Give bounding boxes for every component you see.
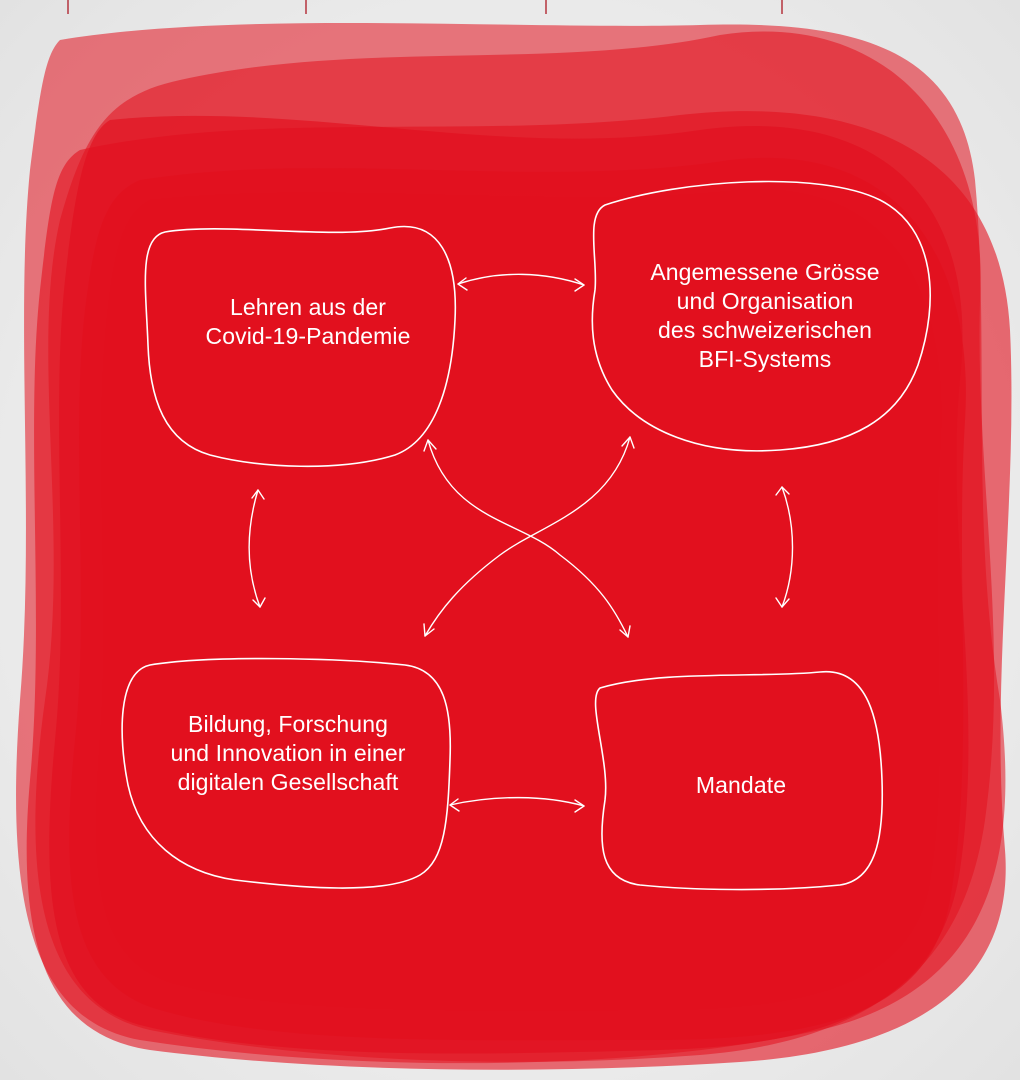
node-outline-bottom-left	[121, 657, 452, 889]
blob-layer-core	[96, 189, 942, 1011]
node-outline-top-right	[591, 180, 931, 452]
arrow-bottom-horizontal	[449, 796, 585, 813]
hanging-lines	[67, 0, 783, 14]
background-blobs	[16, 23, 1012, 1070]
node-label-bildung-forschung: Bildung, Forschung und Innovation in ein…	[170, 711, 406, 795]
arrow-diagonal-tl-br	[423, 439, 631, 638]
arrow-top-horizontal	[457, 273, 585, 292]
connection-arrows	[248, 273, 794, 813]
node-outline-top-left	[144, 225, 457, 468]
node-outline-bottom-right	[594, 671, 884, 891]
arrow-diagonal-tr-bl	[423, 436, 635, 637]
arrow-left-vertical	[248, 489, 266, 608]
node-label-lehren-covid: Lehren aus der Covid-19-Pandemie	[205, 294, 411, 349]
arrow-right-vertical	[775, 486, 794, 608]
node-label-mandate: Mandate	[695, 772, 787, 798]
node-outlines	[121, 180, 931, 891]
node-label-angemessene-groesse: Angemessene Grösse und Organisation des …	[650, 259, 880, 372]
